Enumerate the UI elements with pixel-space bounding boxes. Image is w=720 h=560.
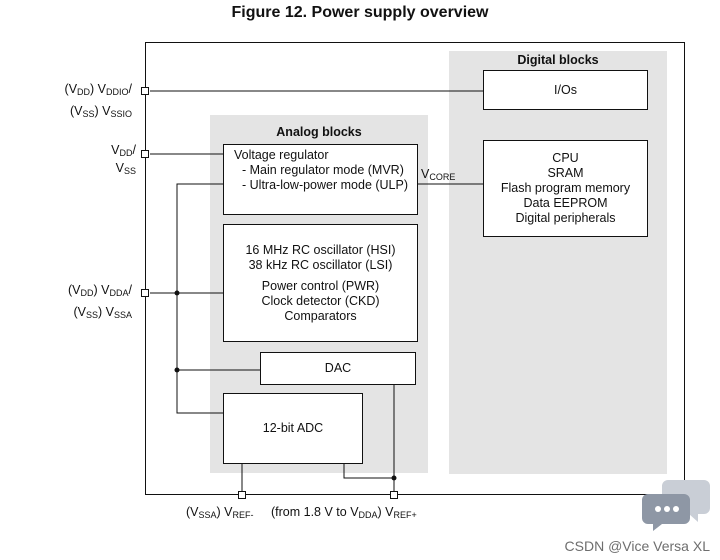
vdda-label: (VDD) VDDA/ (VSS) VSSA [68,283,132,320]
cpu-label: CPU [552,151,579,165]
ultra-low-power-mode: - Ultra-low-power mode (ULP) [242,178,409,192]
dac-label: DAC [324,361,352,375]
digital-blocks-title: Digital blocks [517,53,599,67]
sram-label: SRAM [547,166,584,180]
vref-plus-label: (from 1.8 V to VDDA) VREF+ [271,505,417,520]
junction-vdda [174,290,180,296]
eeprom-label: Data EEPROM [523,196,608,210]
pin-vdd [141,150,149,158]
figure-title: Figure 12. Power supply overview [231,4,489,21]
chip-outline [145,42,685,495]
digital-peripherals-label: Digital peripherals [515,211,616,225]
wire-vssa-bus [176,183,223,414]
vref-minus-label: (VSSA) VREF- [186,505,254,520]
vcore-label: VCORE [421,167,456,182]
adc-block: 12-bit ADC [223,393,363,464]
voltage-regulator-block: Voltage regulator - Main regulator mode … [223,144,418,215]
digital-core-block: CPU SRAM Flash program memory Data EEPRO… [483,140,648,237]
pin-vref-minus [238,491,246,499]
pin-vref-plus [390,491,398,499]
comparators-label: Comparators [284,308,357,323]
analog-blocks-title: Analog blocks [276,125,362,139]
vdd-label: VDD/ VSS [111,143,136,176]
pin-vdda [141,289,149,297]
junction-vref-plus [391,475,397,481]
ios-block: I/Os [483,70,648,110]
dac-block: DAC [260,352,416,385]
ios-label: I/Os [554,82,577,97]
main-regulator-mode: - Main regulator mode (MVR) [242,163,404,177]
chat-bubble-icon [642,480,710,531]
digital-blocks-region: Digital blocks [449,51,667,474]
junction-dac [174,367,180,373]
pin-vddio [141,87,149,95]
pwr-label: Power control (PWR) [261,278,380,293]
ckd-label: Clock detector (CKD) [261,293,380,308]
watermark: CSDN @Vice Versa XL [564,538,710,554]
adc-label: 12-bit ADC [262,421,324,435]
wire-adc-vref-plus [343,464,394,479]
lsi-label: 38 kHz RC oscillator (LSI) [248,257,393,272]
hsi-label: 16 MHz RC oscillator (HSI) [245,242,396,257]
flash-label: Flash program memory [500,181,631,195]
analog-peripherals-block: 16 MHz RC oscillator (HSI) 38 kHz RC osc… [223,224,418,342]
vddio-label: (VDD) VDDIO/ (VSS) VSSIO [64,82,132,119]
voltage-regulator-title: Voltage regulator [234,148,329,162]
